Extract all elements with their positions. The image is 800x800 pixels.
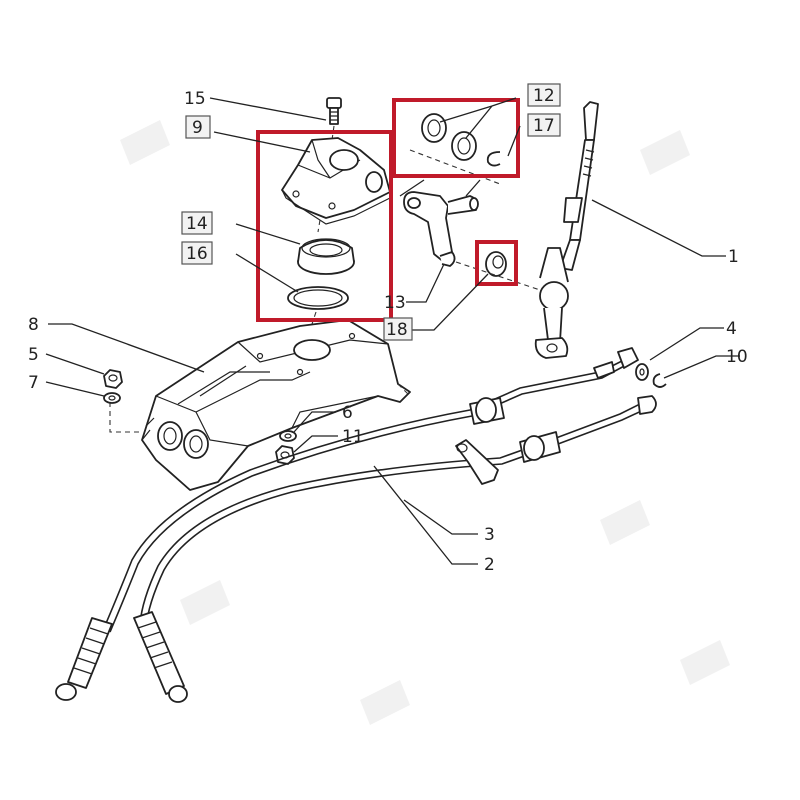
tag-box-9 — [185, 115, 211, 139]
highlight-box-bushings — [392, 98, 520, 178]
label-1: 1 — [728, 247, 739, 267]
axis-line-housing-right — [397, 383, 409, 395]
label-18: 18 — [386, 320, 408, 340]
tag-box-12 — [527, 83, 561, 107]
tag-box-17 — [527, 113, 561, 137]
label-13: 13 — [384, 293, 406, 313]
part-1-gear-lever — [534, 101, 599, 359]
label-14: 14 — [186, 214, 208, 234]
label-3: 3 — [484, 525, 495, 545]
part-8-housing — [141, 319, 411, 491]
label-17: 17 — [533, 116, 555, 136]
label-2: 2 — [484, 555, 495, 575]
part-7-washer — [103, 392, 121, 404]
part-5-nut — [103, 369, 123, 389]
label-10: 10 — [726, 347, 748, 367]
part-18-bushing — [485, 251, 507, 277]
axis-line-lever — [455, 261, 541, 291]
label-11: 11 — [342, 427, 364, 447]
part-14-bushing — [297, 238, 355, 275]
leader-lines — [45, 97, 740, 565]
label-7: 7 — [28, 373, 39, 393]
label-15: 15 — [184, 89, 206, 109]
tag-box-18 — [383, 317, 413, 341]
part-labels: 15 9 14 16 12 17 1 13 18 8 5 7 4 10 6 11… — [28, 83, 748, 575]
label-5: 5 — [28, 345, 39, 365]
label-4: 4 — [726, 319, 737, 339]
label-9: 9 — [192, 118, 203, 138]
part-9-shift-support — [281, 137, 391, 225]
part-15-bolt — [326, 97, 342, 125]
highlight-box-support — [256, 130, 393, 322]
part-17-clip — [486, 151, 501, 167]
highlight-group — [256, 98, 520, 322]
part-6-washer — [279, 430, 297, 442]
label-6: 6 — [342, 403, 353, 423]
part-4-washer — [635, 363, 649, 381]
part-12-bushings — [421, 113, 477, 161]
axis-line-upper — [409, 149, 501, 185]
label-8: 8 — [28, 315, 39, 335]
label-12: 12 — [533, 86, 555, 106]
axis-line-housing — [109, 402, 140, 433]
tag-box-16 — [181, 241, 213, 265]
label-16: 16 — [186, 244, 208, 264]
part-16-o-ring — [287, 286, 349, 310]
tag-box-14 — [181, 211, 213, 235]
watermark-pattern — [120, 120, 730, 725]
part-13-selector-lever — [403, 191, 479, 267]
highlight-box-part-18 — [475, 240, 518, 286]
part-10-clip — [652, 373, 667, 388]
cable-assembly — [55, 347, 657, 703]
